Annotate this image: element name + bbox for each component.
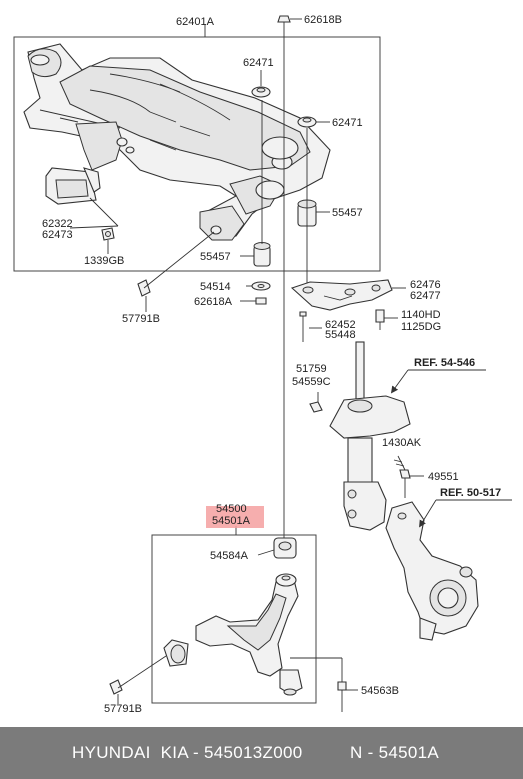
label-62452: 62452	[325, 319, 356, 331]
washer-54514	[251, 281, 271, 291]
bolt-57791B-upper	[137, 231, 215, 297]
nut-51759	[309, 401, 323, 413]
label-62473: 62473	[42, 229, 73, 241]
bolt-62618B	[277, 15, 291, 538]
nut-49551	[399, 469, 411, 498]
label-49551: 49551	[428, 471, 459, 483]
label-57791B-upper: 57791B	[122, 313, 160, 325]
label-55457-center: 55457	[200, 251, 231, 263]
bushing-55457-center	[253, 242, 271, 267]
label-54514: 54514	[200, 281, 231, 293]
bolt-62452	[299, 311, 307, 342]
strut-assembly	[329, 341, 411, 531]
bushing-54584A	[273, 537, 297, 559]
nut-62618A	[255, 297, 267, 305]
label-57791B-lower: 57791B	[104, 703, 142, 715]
lower-arm-group-box	[151, 534, 317, 704]
label-62322: 62322	[42, 218, 73, 230]
label-62477: 62477	[410, 290, 441, 302]
parts-diagram: 62401A 62618B 62471 62471 62322 62473 55…	[13, 14, 512, 715]
footer-oem-number: N - 54501A	[350, 743, 439, 762]
label-54559C: 54559C	[292, 376, 331, 388]
footer-brand-part-number: HYUNDAI KIA - 545013Z000	[72, 743, 303, 762]
label-62618A: 62618A	[194, 296, 233, 308]
nut-1339GB	[101, 227, 115, 241]
label-54501A: 54501A	[212, 515, 251, 527]
label-62476: 62476	[410, 279, 441, 291]
label-1430AK: 1430AK	[382, 437, 422, 449]
bolt-57791B-lower	[109, 655, 167, 695]
subframe-group-box	[13, 36, 381, 272]
sub-frame-crossmember	[23, 43, 331, 241]
steering-knuckle	[385, 501, 479, 641]
bushing-62471-upper	[251, 86, 271, 98]
bushing-62471-lower	[297, 116, 317, 128]
label-62471-lower: 62471	[332, 117, 363, 129]
bolt-54563B	[337, 681, 347, 712]
ref-54-546: REF. 54-546	[414, 357, 475, 369]
label-55457-right: 55457	[332, 207, 363, 219]
pin-1430AK	[393, 455, 407, 473]
ref-50-517: REF. 50-517	[440, 487, 501, 499]
label-62618B: 62618B	[304, 14, 342, 26]
bolt-1140HD	[375, 309, 385, 330]
label-54584A: 54584A	[210, 550, 249, 562]
lower-control-arm	[163, 573, 303, 696]
part-number-footer: HYUNDAI KIA - 545013Z000 N - 54501A	[0, 727, 523, 779]
mount-bracket	[45, 167, 101, 205]
label-62471-upper: 62471	[243, 57, 274, 69]
label-54500: 54500	[216, 503, 247, 515]
label-1125DG: 1125DG	[401, 321, 441, 333]
part-highlight	[206, 506, 264, 528]
label-51759: 51759	[296, 363, 327, 375]
label-55448: 55448	[325, 329, 356, 341]
label-62401A: 62401A	[176, 16, 215, 28]
label-1140HD: 1140HD	[401, 309, 441, 321]
bracket-62476	[290, 279, 393, 311]
label-54563B: 54563B	[361, 685, 399, 697]
label-1339GB: 1339GB	[84, 255, 124, 267]
